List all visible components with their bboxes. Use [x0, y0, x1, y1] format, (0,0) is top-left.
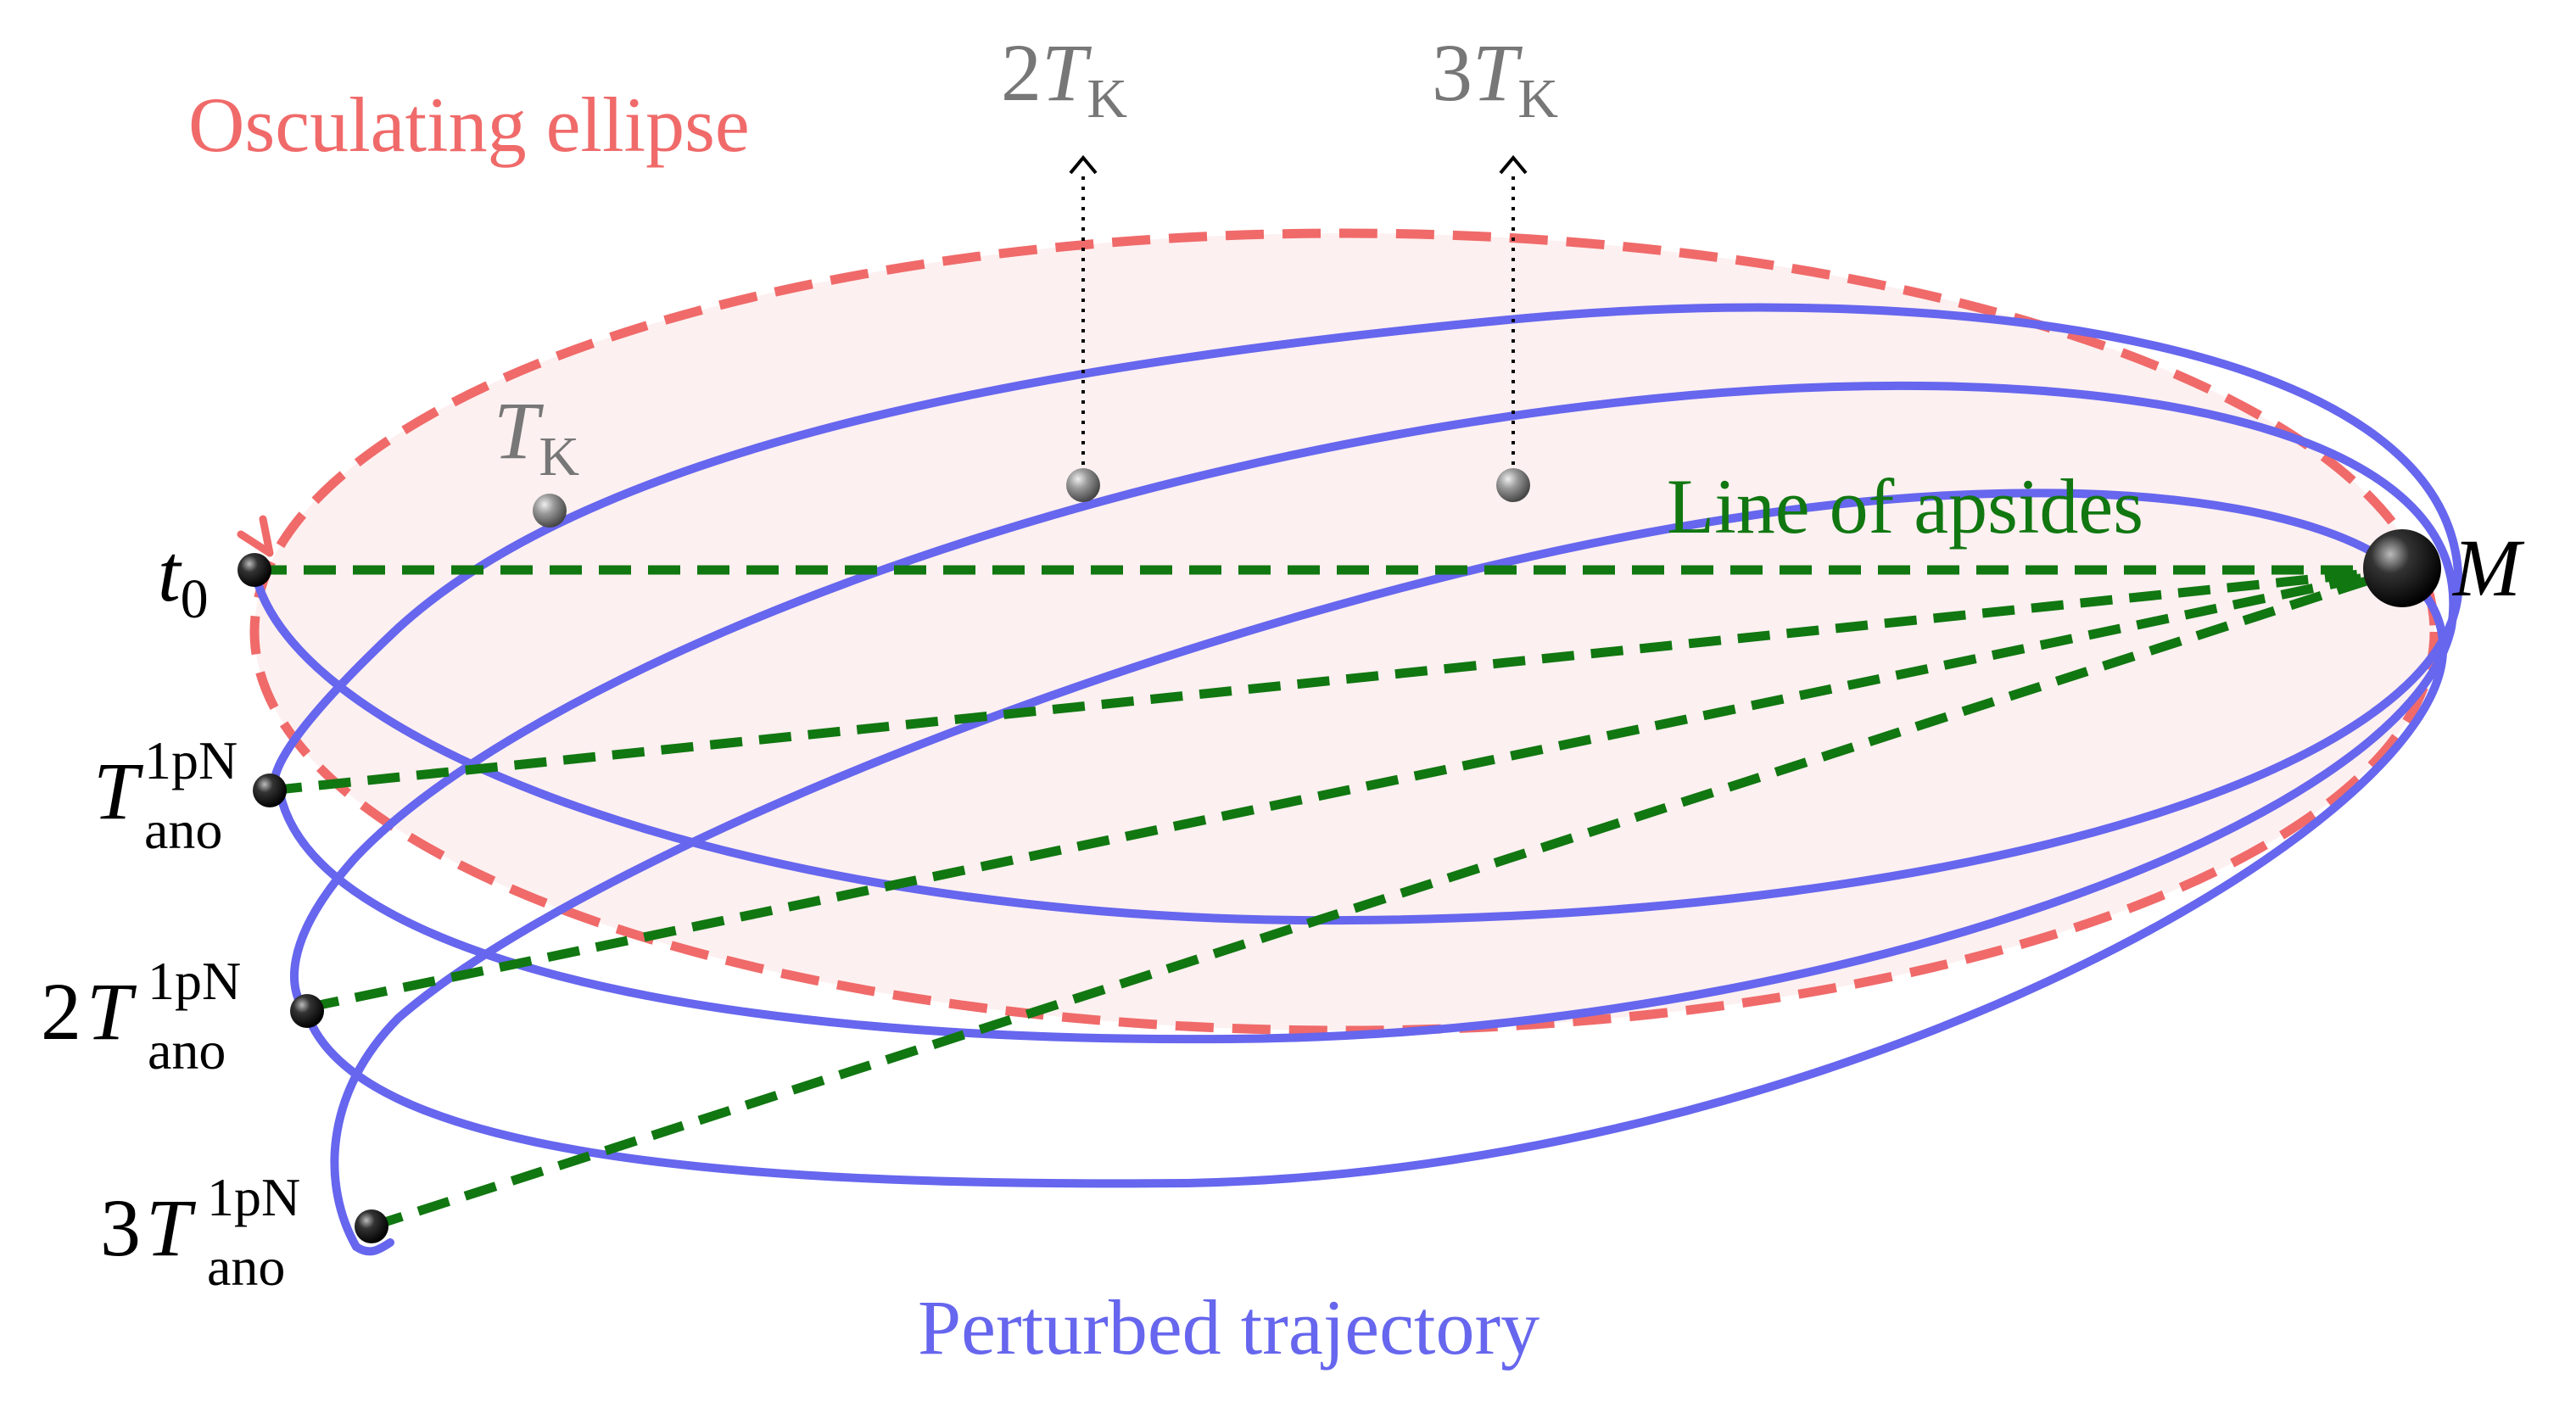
tano-2-label: 2 T 1pN ano — [41, 951, 241, 1081]
three-tk-coef: 3 — [1432, 27, 1472, 118]
three-tk-sub: K — [1517, 68, 1558, 130]
tano-2-main: T — [87, 966, 137, 1057]
line-of-apsides — [254, 565, 2402, 1231]
t0-label: t0 — [158, 528, 209, 630]
arrow-heads — [1069, 154, 1528, 175]
trajectory-loop-2 — [276, 381, 2458, 1044]
arrowhead-2tk — [1069, 154, 1098, 175]
tano-3-label: 3 T 1pN ano — [100, 1167, 300, 1297]
tk-main: T — [494, 385, 545, 476]
trajectory-loop-1 — [250, 303, 2463, 925]
t0-sub: 0 — [181, 568, 209, 630]
body-2tk-icon — [1066, 468, 1100, 502]
osculating-ellipse-label: Osculating ellipse — [188, 81, 750, 168]
dotted-arrows — [1081, 170, 1515, 485]
body-tano-1-icon — [253, 774, 287, 807]
body-3tk-icon — [1496, 468, 1530, 502]
apsides-line-1 — [269, 565, 2401, 796]
tano-2-sup: 1pN — [148, 951, 241, 1011]
three-tk-main: T — [1472, 27, 1523, 118]
tano-3-sub: ano — [207, 1237, 285, 1297]
tano-3-main: T — [146, 1182, 197, 1273]
two-tk-coef: 2 — [1001, 27, 1042, 118]
body-tano-2-icon — [290, 994, 324, 1028]
two-tk-sub: K — [1087, 68, 1127, 130]
central-mass-icon — [2363, 529, 2441, 607]
perturbed-trajectory-label: Perturbed trajectory — [918, 1284, 1539, 1371]
two-tk-main: T — [1042, 27, 1092, 118]
three-tk-label: 3TK — [1432, 27, 1558, 130]
apsides-line-2 — [305, 565, 2402, 1013]
tano-1-sup: 1pN — [144, 730, 237, 790]
body-tk-icon — [533, 494, 567, 528]
tano-3-sup: 1pN — [207, 1167, 300, 1227]
tano-1-sub: ano — [144, 800, 222, 860]
labels: Osculating ellipse Line of apsides Pertu… — [41, 27, 2525, 1371]
bodies — [237, 468, 2441, 1243]
apsides-line-3 — [370, 565, 2402, 1231]
tk-sub: K — [539, 426, 579, 488]
arrowhead-3tk — [1499, 154, 1528, 175]
tk-label: TK — [494, 385, 579, 488]
perturbed-trajectory — [250, 303, 2463, 1256]
trajectory-loop-3 — [303, 489, 2448, 1256]
tano-1-main: T — [93, 746, 144, 836]
body-tano-3-icon — [355, 1209, 388, 1243]
tano-2-sub: ano — [148, 1020, 226, 1081]
mass-label: M — [2451, 522, 2525, 613]
tano-1-label: T 1pN ano — [93, 730, 237, 860]
two-tk-label: 2TK — [1001, 27, 1127, 130]
tano-2-coef: 2 — [41, 966, 81, 1057]
tano-3-coef: 3 — [100, 1182, 141, 1273]
line-of-apsides-label: Line of apsides — [1667, 463, 2143, 550]
body-t0-icon — [237, 553, 271, 587]
ellipse-arrowhead — [237, 515, 274, 557]
t0-main: t — [158, 528, 182, 618]
